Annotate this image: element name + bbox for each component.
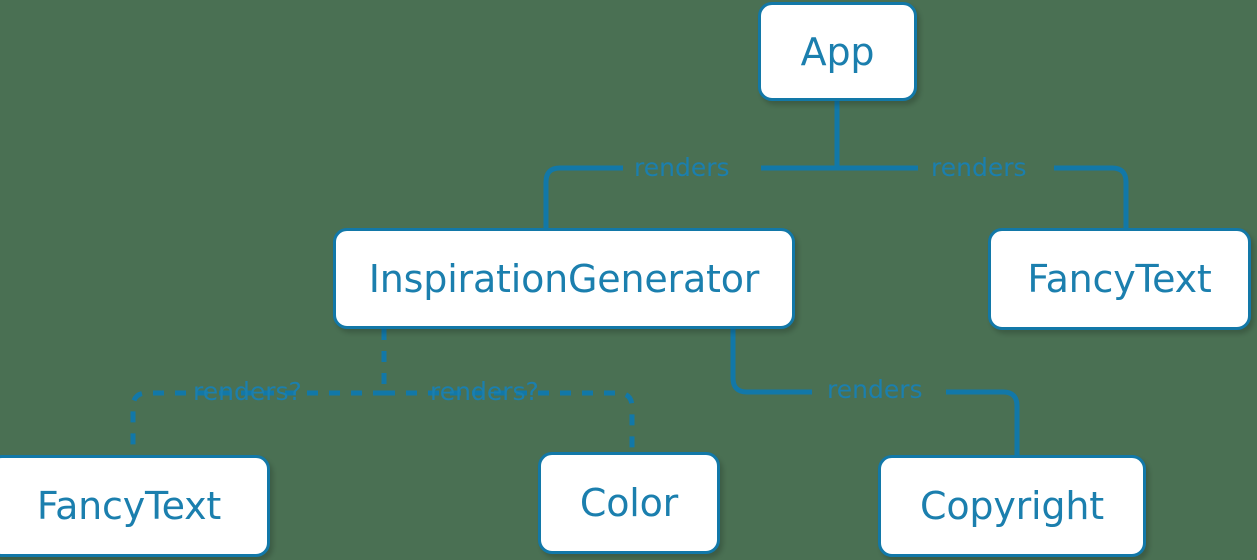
- edge-label-inspiration-copyright: renders: [827, 375, 923, 404]
- node-app-label: App: [800, 29, 875, 74]
- edge-inspiration-fancytext-dashed: [130, 390, 384, 455]
- node-fancytext-bottom[interactable]: FancyText: [0, 455, 270, 557]
- node-color[interactable]: Color: [538, 452, 720, 554]
- node-fancytext-right[interactable]: FancyText: [988, 228, 1251, 330]
- edge-label-inspiration-fancytext: renders?: [193, 377, 302, 406]
- edge-label-inspiration-color: renders?: [430, 377, 539, 406]
- edge-inspiration-copyright-stem: [730, 329, 812, 395]
- edge-app-fancytext: [1054, 165, 1129, 228]
- edge-label-app-inspiration: renders: [634, 153, 730, 182]
- node-color-label: Color: [579, 481, 679, 525]
- node-fancytext-right-label: FancyText: [1027, 257, 1212, 301]
- edge-inspiration-copyright: [946, 389, 1020, 455]
- node-copyright-label: Copyright: [920, 484, 1104, 528]
- node-copyright[interactable]: Copyright: [878, 455, 1146, 557]
- node-inspiration-generator[interactable]: InspirationGenerator: [333, 228, 795, 329]
- node-inspiration-generator-label: InspirationGenerator: [368, 256, 760, 301]
- node-fancytext-bottom-label: FancyText: [36, 484, 222, 528]
- edge-app-inspiration-tail: [543, 165, 623, 228]
- node-app[interactable]: App: [758, 2, 917, 101]
- edge-label-app-fancytext: renders: [931, 153, 1027, 182]
- edge-inspiration-color-dashed: [384, 390, 635, 452]
